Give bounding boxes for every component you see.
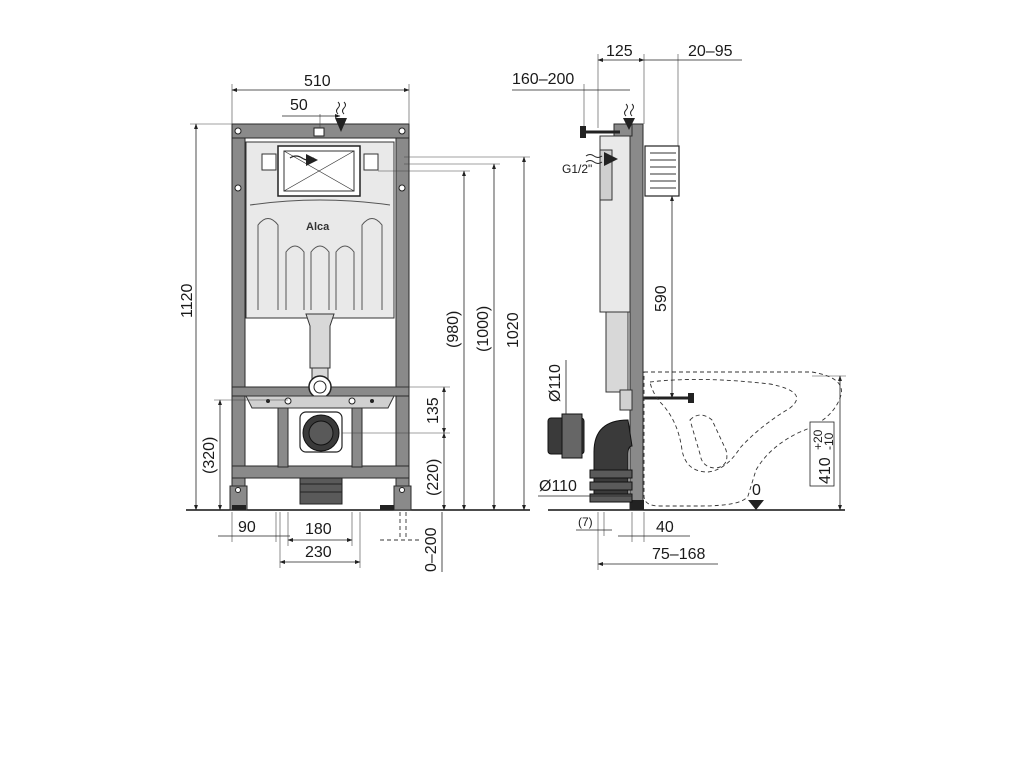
cistern-rib	[335, 245, 355, 310]
dim-label-40: 40	[656, 519, 674, 536]
dim-label-90: 90	[238, 519, 256, 536]
stud	[370, 399, 374, 403]
dim-label-135: 135	[425, 397, 442, 424]
dim-label-410-plus: +20	[811, 429, 825, 450]
cistern-rib	[361, 218, 383, 310]
floor-level-label: 0	[752, 482, 761, 499]
frame-bolt	[398, 184, 406, 192]
frame-left-post	[231, 123, 246, 511]
flush-pipe	[305, 313, 335, 369]
mount-plate	[245, 395, 395, 409]
frame-foot-right	[393, 485, 412, 511]
frame-bolt	[235, 487, 241, 493]
dim-label-125: 125	[606, 43, 633, 60]
water-valve	[580, 126, 586, 138]
side-frame-post	[629, 123, 644, 511]
dim-label-7: (7)	[578, 515, 593, 529]
frame-bolt	[399, 487, 405, 493]
flush-outlet-inner	[313, 380, 327, 394]
front-view: Alca	[179, 73, 530, 572]
top-plate-marker	[313, 127, 325, 137]
drain-pipe-down	[299, 477, 343, 505]
cistern-rib	[257, 218, 279, 310]
stud	[284, 397, 292, 405]
stud	[348, 397, 356, 405]
bowl-stud-end	[688, 393, 694, 403]
foot-pad	[380, 505, 394, 510]
floor-level-marker-icon	[748, 500, 764, 510]
water-supply-icon	[336, 101, 346, 115]
dim-label-50: 50	[290, 97, 308, 114]
elbow-ring	[589, 493, 633, 503]
dim-label-0-200: 0–200	[423, 527, 440, 572]
dim-label-1000: (1000)	[475, 306, 492, 352]
bowl-height-box	[809, 421, 835, 487]
button-opening-inner	[283, 150, 355, 192]
side-down-arrow-icon	[623, 118, 635, 130]
dim-label-230: 230	[305, 544, 332, 561]
side-foot	[630, 500, 644, 510]
dim-label-180: 180	[305, 521, 332, 538]
side-view: G1/2" 0 125 20–95	[512, 43, 846, 570]
frame-bolt	[234, 184, 242, 192]
opening-diag	[283, 150, 355, 192]
dim-label-410-minus: -10	[822, 432, 836, 450]
bracket-left	[261, 153, 277, 171]
bracket-right	[363, 153, 379, 171]
cistern-rib	[285, 245, 305, 310]
dim-label-160-200: 160–200	[512, 71, 574, 88]
down-arrow-icon	[335, 118, 347, 132]
frame-low-bar	[231, 465, 410, 479]
frame-bolt	[234, 127, 242, 135]
drain-pipe-inner	[308, 420, 334, 446]
dim-label-20-95: 20–95	[688, 43, 733, 60]
dim-label-75-168: 75–168	[652, 546, 705, 563]
side-water-supply-icon	[624, 103, 634, 117]
cistern-outline	[249, 199, 391, 206]
cistern-rib	[310, 245, 330, 310]
elbow-ring	[589, 481, 633, 491]
frame-right-post	[395, 123, 410, 511]
dim-label-d110-bottom: Ø110	[539, 478, 577, 495]
brand-logo: Alca	[306, 221, 330, 233]
frame-bolt	[398, 127, 406, 135]
foot-pad	[232, 505, 246, 510]
flush-outlet	[308, 375, 332, 399]
stud	[266, 399, 270, 403]
elbow-ring	[589, 469, 633, 479]
side-bracket	[619, 389, 633, 411]
dim-label-d110-top: Ø110	[547, 364, 564, 402]
inlet-arrow-icon	[604, 152, 618, 166]
brace	[351, 404, 363, 468]
inlet-water-icon	[585, 154, 603, 164]
side-flush-pipe	[605, 311, 629, 393]
water-inlet-label: G1/2"	[562, 162, 592, 176]
dim-label-410: 410	[817, 457, 834, 484]
dim-label-220: (220)	[425, 459, 442, 496]
arrow-icon	[306, 154, 318, 166]
pipe-socket-ring	[561, 413, 583, 459]
toilet-bowl-trap	[689, 414, 728, 469]
toilet-bowl-inner	[649, 378, 798, 473]
dim-label-590: 590	[653, 285, 670, 312]
dim-label-510: 510	[304, 73, 331, 90]
dim-label-1120: 1120	[179, 283, 196, 318]
dim-label-320: (320)	[201, 437, 218, 474]
dim-label-980: (980)	[445, 311, 462, 348]
brace	[277, 404, 289, 468]
dim-label-1020: 1020	[505, 312, 522, 348]
